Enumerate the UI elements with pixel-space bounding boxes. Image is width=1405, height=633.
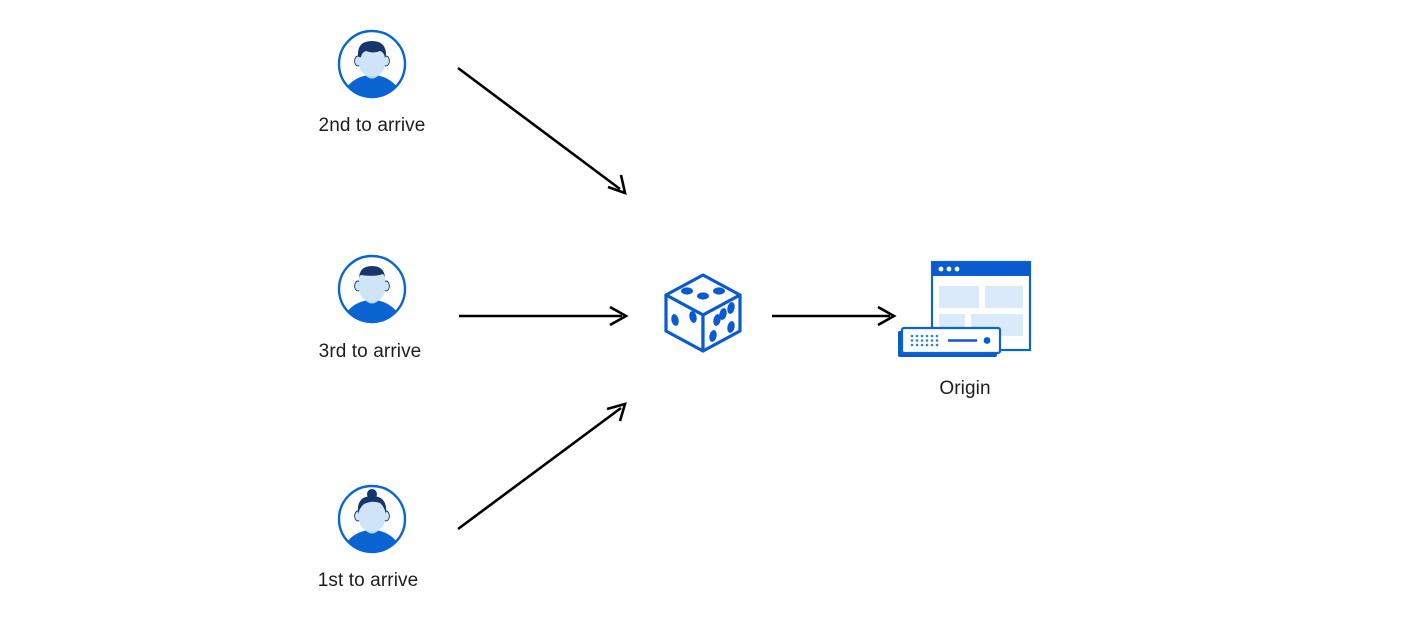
randomizer-node[interactable] xyxy=(660,270,746,356)
arrow-randomizer-to-origin xyxy=(772,305,897,327)
arrow-client-2-to-randomizer xyxy=(457,402,627,531)
arrow-client-0-to-randomizer xyxy=(457,66,627,196)
origin-server-icon xyxy=(898,260,1032,357)
user-avatar-icon xyxy=(337,484,407,554)
origin-label: Origin xyxy=(939,378,991,399)
client-label-1: 3rd to arrive xyxy=(318,341,422,362)
arrow-client-1-to-randomizer xyxy=(459,305,629,327)
client-label-2: 1st to arrive xyxy=(317,570,419,591)
user-avatar-icon xyxy=(337,29,407,99)
user-avatar-icon xyxy=(337,254,407,324)
client-label-0: 2nd to arrive xyxy=(318,115,426,136)
origin-node[interactable] xyxy=(894,258,1034,364)
client-node-1[interactable] xyxy=(336,253,408,325)
dice-icon xyxy=(664,273,742,353)
client-node-2[interactable] xyxy=(336,483,408,555)
server-device-icon xyxy=(898,326,1002,357)
client-node-0[interactable] xyxy=(336,28,408,100)
